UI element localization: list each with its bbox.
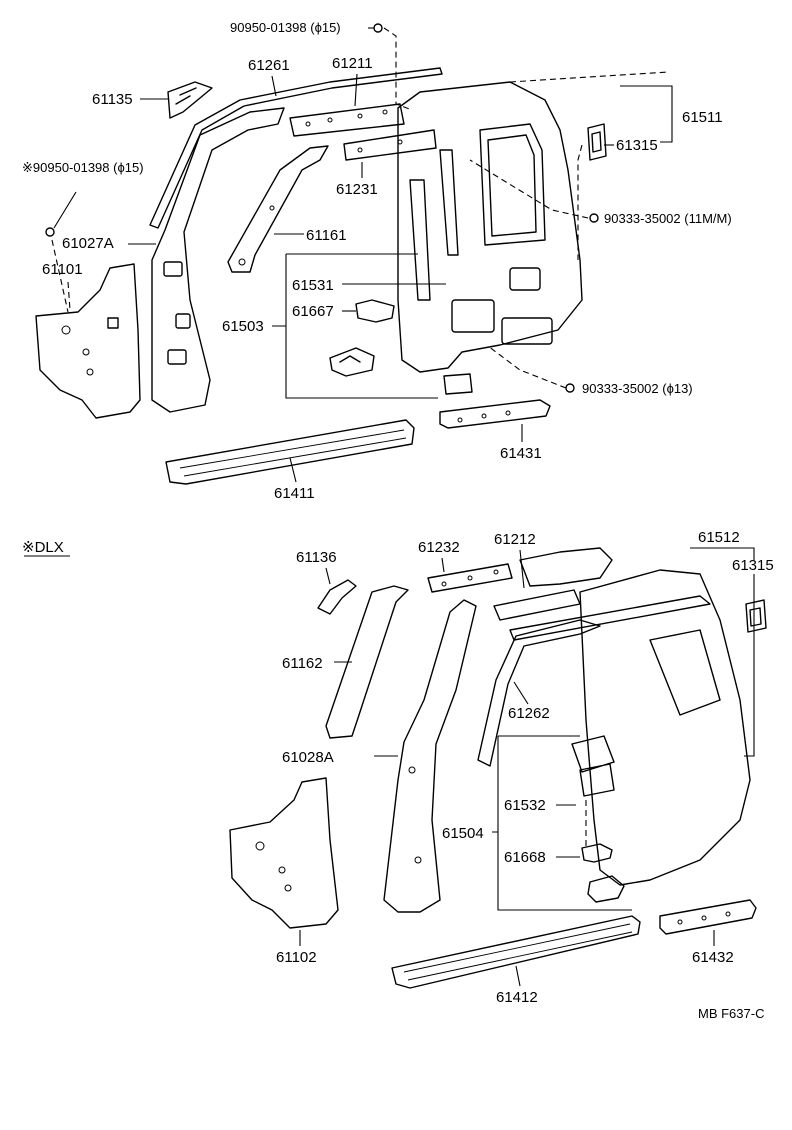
part-61668: [581, 843, 613, 863]
label-bolt-left: ※90950-01398 (ϕ15): [22, 160, 144, 175]
part-61162: [325, 585, 409, 739]
part-61511: [397, 81, 583, 373]
part-61136: [317, 579, 357, 615]
label-61432: 61432: [692, 949, 734, 966]
label-clip-11mm: 90333-35002 (11M/M): [604, 211, 732, 226]
part-61512: [579, 569, 751, 886]
label-61315-dlx: 61315: [732, 557, 774, 574]
part-61315: [587, 123, 607, 161]
part-61412: [391, 915, 641, 989]
label-61136: 61136: [296, 549, 337, 566]
label-61028a: 61028A: [282, 749, 334, 766]
top-assembly: 90950-01398 (ϕ15) 61135 61261 61211 6123…: [22, 20, 732, 502]
label-61532: 61532: [504, 797, 546, 814]
label-61212: 61212: [494, 531, 536, 548]
clip-13-icon: [565, 383, 575, 393]
label-61135: 61135: [92, 91, 133, 108]
part-61102: [229, 777, 339, 929]
part-61667: [355, 299, 395, 323]
label-61102: 61102: [276, 949, 317, 966]
label-61531: 61531: [292, 277, 334, 294]
bolt-left-icon: [45, 227, 55, 237]
part-61503-lower: [329, 347, 375, 377]
part-61432: [659, 899, 757, 935]
label-61503: 61503: [222, 318, 264, 335]
label-61101: 61101: [42, 261, 83, 278]
label-clip-13: 90333-35002 (ϕ13): [582, 381, 693, 396]
label-61232: 61232: [418, 539, 460, 556]
label-61511: 61511: [682, 109, 723, 126]
label-61262: 61262: [508, 705, 550, 722]
part-61262: [477, 619, 601, 767]
part-61027a: [151, 107, 285, 413]
label-bolt-top: 90950-01398 (ϕ15): [230, 20, 341, 35]
part-61431: [439, 399, 551, 429]
part-61135: [167, 81, 213, 119]
label-61667: 61667: [292, 303, 334, 320]
part-61028a: [383, 599, 477, 913]
label-61668: 61668: [504, 849, 546, 866]
label-61211: 61211: [332, 55, 373, 72]
part-61261: [149, 67, 443, 229]
part-61211: [289, 103, 405, 137]
label-61504: 61504: [442, 825, 484, 842]
part-61411: [165, 419, 415, 485]
part-61101: [35, 263, 141, 419]
diagram-code: MB F637-C: [698, 1006, 764, 1021]
part-61315-dlx: [745, 599, 767, 633]
label-61162: 61162: [282, 655, 323, 672]
label-61431: 61431: [500, 445, 542, 462]
part-61532: [571, 735, 615, 797]
dlx-variant-label: ※DLX: [22, 539, 64, 556]
bolt-top-icon: [373, 23, 383, 33]
label-61231: 61231: [336, 181, 378, 198]
label-61261: 61261: [248, 57, 290, 74]
label-61315: 61315: [616, 137, 658, 154]
label-61512: 61512: [698, 529, 740, 546]
label-61161: 61161: [306, 227, 347, 244]
label-61412: 61412: [496, 989, 538, 1006]
part-61212: [493, 589, 581, 621]
label-61411: 61411: [274, 485, 315, 502]
label-61027a: 61027A: [62, 235, 114, 252]
bottom-assembly-dlx: ※DLX 61136 61232 61212 61512 61315 61162…: [22, 529, 774, 1006]
part-61232: [427, 563, 513, 593]
part-61231: [343, 129, 437, 161]
clip-11mm-icon: [589, 213, 599, 223]
part-61161: [227, 145, 329, 273]
